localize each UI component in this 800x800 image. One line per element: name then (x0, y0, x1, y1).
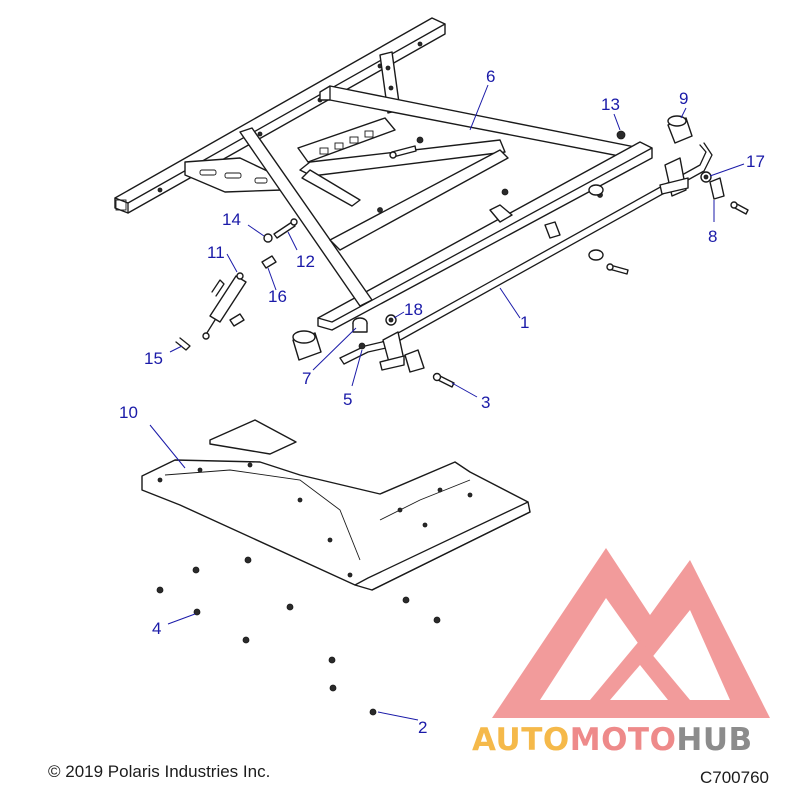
callout-18: 18 (404, 300, 423, 319)
callout-9: 9 (679, 89, 688, 108)
callout-1: 1 (520, 313, 529, 332)
callout-5: 5 (343, 390, 352, 409)
frame-mount-pads (544, 184, 604, 261)
nut-13 (616, 130, 626, 140)
frame-bolt (389, 145, 417, 159)
nut-17 (700, 171, 712, 183)
bushing-7 (352, 317, 368, 333)
callout-16: 16 (268, 287, 287, 306)
callout-3: 3 (481, 393, 490, 412)
callout-7: 7 (302, 369, 311, 388)
callout-11: 11 (207, 243, 225, 262)
clamp-mid (404, 349, 425, 373)
skid-plate-10 (141, 419, 531, 591)
bushing-left (292, 330, 322, 361)
callout-13: 13 (601, 95, 620, 114)
watermark-moto: MOTO (570, 722, 677, 758)
clamp-8 (709, 177, 725, 200)
callout-12: 12 (296, 252, 315, 271)
callout-17: 17 (746, 152, 765, 171)
watermark-auto: AUTO (472, 722, 570, 758)
callout-6: 6 (486, 67, 495, 86)
skid-fasteners (156, 556, 441, 716)
callout-8: 8 (708, 227, 717, 246)
nut-14 (263, 233, 273, 243)
bar-bracket-left (379, 331, 405, 371)
bushing-9 (667, 115, 693, 144)
nut-18 (385, 314, 397, 326)
bolt-mid-frame (606, 263, 629, 275)
bar-bracket-right (659, 157, 689, 197)
automotohub-logo (492, 548, 770, 718)
logo-inner-cut (610, 665, 668, 700)
callout-10: 10 (119, 403, 138, 422)
bolt-12 (273, 218, 298, 239)
callout-4: 4 (152, 619, 161, 638)
watermark-hub: HUB (676, 722, 752, 758)
watermark-text: AUTOMOTOHUB (472, 722, 753, 758)
bolt-8-side (730, 201, 749, 215)
cotter-pin-upper (211, 279, 225, 297)
leader-lines (149, 84, 745, 721)
subframe-6 (239, 85, 653, 331)
callout-14: 14 (222, 210, 241, 229)
copyright-text: © 2019 Polaris Industries Inc. (48, 762, 270, 781)
callout-2: 2 (418, 718, 427, 737)
nut-5 (358, 342, 366, 350)
diagram-code: C700760 (700, 768, 769, 787)
callout-15: 15 (144, 349, 163, 368)
bolt-3 (432, 372, 455, 388)
gas-strut-11 (202, 272, 247, 340)
pin-16 (229, 255, 277, 327)
